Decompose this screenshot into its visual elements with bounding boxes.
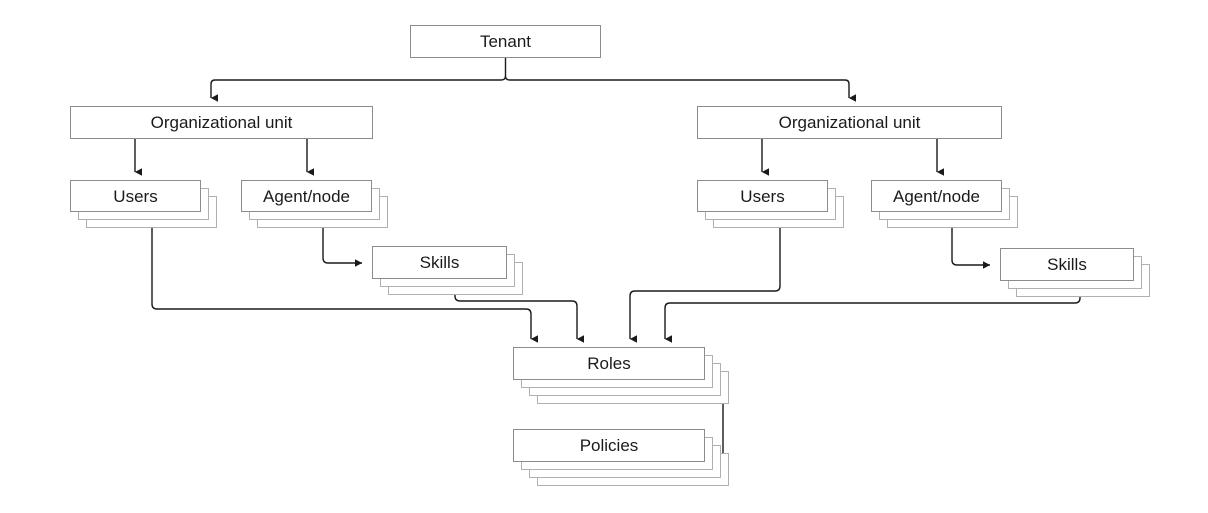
edge-tenant-to-ou-right [504,75,856,102]
node-agent-left-box[interactable]: Agent/node [241,180,372,212]
node-ou-left-box[interactable]: Organizational unit [70,106,373,139]
edge-tenant-to-ou-left [210,75,507,102]
node-tenant-box[interactable]: Tenant [410,25,601,58]
node-skills-right-box[interactable]: Skills [1000,248,1134,281]
node-agent-right-label: Agent/node [893,186,980,206]
node-skills-right-label: Skills [1047,255,1087,274]
node-policies-label: Policies [579,436,639,455]
node-users-left-label: Users [113,186,158,206]
node-roles[interactable]: Roles [513,347,731,407]
node-users-left-box[interactable]: Users [70,180,201,212]
node-policies[interactable]: Policies [513,429,731,489]
node-users-left[interactable]: Users [70,180,220,232]
node-agent-left-label: Agent/node [263,186,350,206]
node-ou-right-box[interactable]: Organizational unit [697,106,1002,139]
node-users-right-label: Users [740,186,785,206]
edge-agent-right-to-skills [951,228,991,269]
node-users-right[interactable]: Users [697,180,847,232]
node-agent-right-box[interactable]: Agent/node [871,180,1002,212]
node-ou-right-label: Organizational unit [778,113,921,132]
node-policies-box[interactable]: Policies [513,429,705,462]
node-tenant-label: Tenant [479,32,532,51]
node-users-right-box[interactable]: Users [697,180,828,212]
node-skills-right[interactable]: Skills [1000,248,1154,301]
edge-agent-left-to-skills [322,228,363,267]
node-ou-left-label: Organizational unit [150,113,293,132]
node-skills-left[interactable]: Skills [372,246,527,299]
edge-skills-right-to-roles [664,297,1081,343]
node-agent-right[interactable]: Agent/node [871,180,1021,232]
node-tenant[interactable]: Tenant [410,25,601,58]
edge-users-right-to-roles [629,228,781,343]
node-ou-left[interactable]: Organizational unit [70,106,373,139]
node-roles-label: Roles [587,354,631,373]
node-roles-box[interactable]: Roles [513,347,705,380]
node-agent-left[interactable]: Agent/node [241,180,391,232]
node-skills-left-box[interactable]: Skills [372,246,507,279]
edge-skills-left-to-roles [454,295,584,343]
node-ou-right[interactable]: Organizational unit [697,106,1002,139]
node-skills-left-label: Skills [419,253,460,272]
